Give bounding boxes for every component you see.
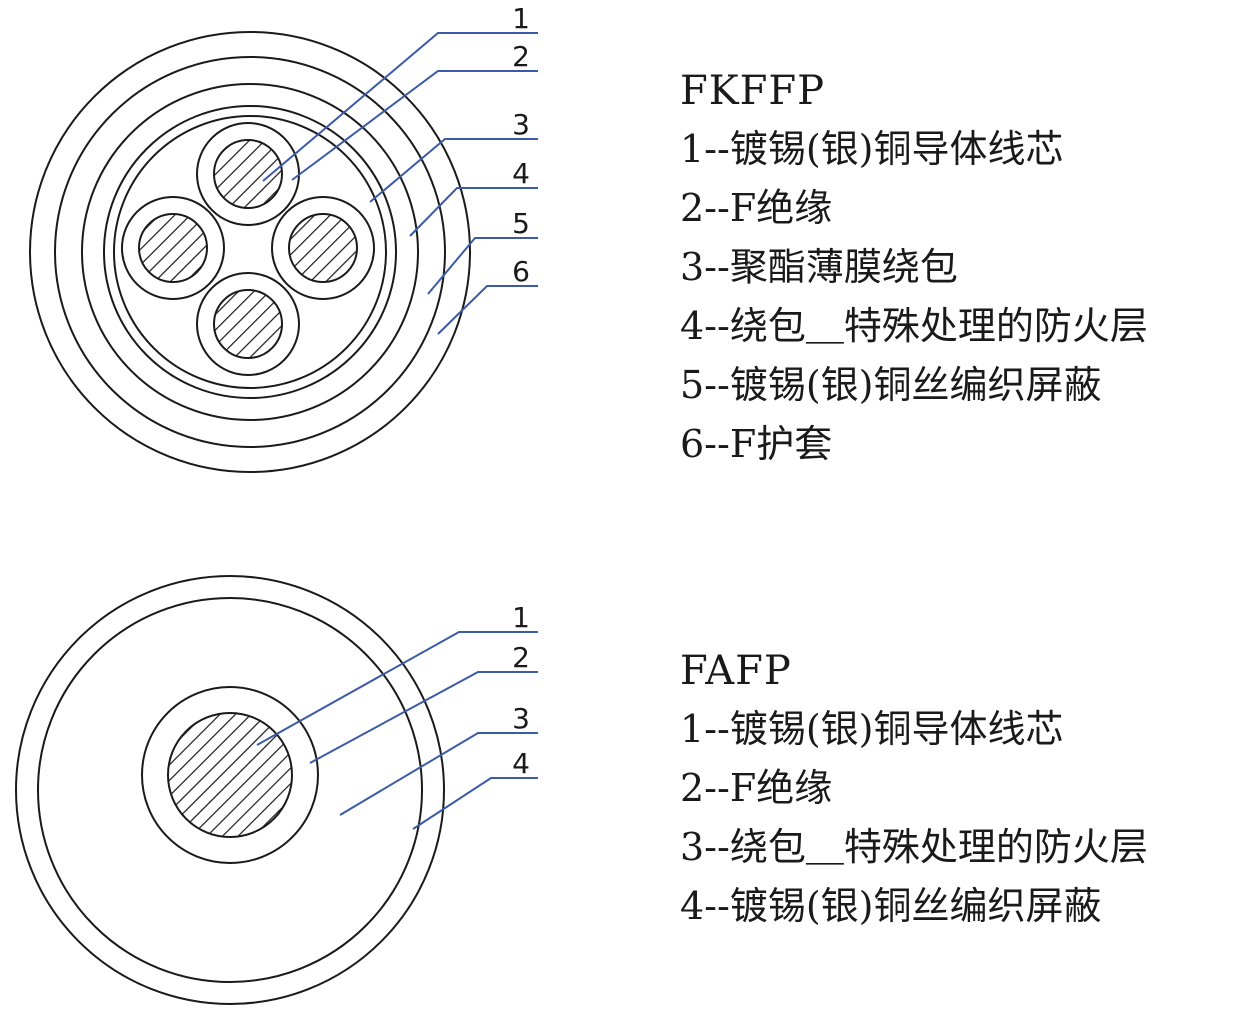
fkffp-core-right-insulation xyxy=(271,196,375,300)
fafp-insulation xyxy=(141,686,319,864)
fafp-conductor xyxy=(167,712,293,838)
fafp-leader-4 xyxy=(412,777,538,830)
fafp-leader-lines xyxy=(256,631,538,830)
fkffp-braid-shield xyxy=(81,83,419,421)
fafp-braid-outer xyxy=(15,575,445,1005)
fafp-leader-1 xyxy=(256,631,538,746)
fkffp-legend-item-2: 2--F绝缘 xyxy=(680,186,833,230)
fafp-fire-layer xyxy=(37,597,423,983)
fafp-legend-title: FAFP xyxy=(680,648,792,694)
fkffp-legend-item-5: 5--镀锡(银)铜丝编织屏蔽 xyxy=(680,363,1102,407)
fkffp-legend: FKFFP 1--镀锡(银)铜导体线芯 2--F绝缘 3--聚酯薄膜绕包 4--… xyxy=(680,62,1148,474)
fkffp-leader-2 xyxy=(291,70,538,181)
fkffp-leader-3 xyxy=(369,138,538,203)
fkffp-legend-item-6: 6--F护套 xyxy=(680,422,833,466)
fkffp-callout-5: 5 xyxy=(512,207,530,240)
fkffp-legend-item-1: 1--镀锡(银)铜导体线芯 xyxy=(680,127,1064,171)
fkffp-callout-numbers: 1 2 3 4 5 6 xyxy=(512,2,530,288)
fafp-leader-3 xyxy=(339,732,538,816)
fkffp-legend-title: FKFFP xyxy=(680,68,826,114)
fkffp-jacket-outer xyxy=(29,31,471,473)
fkffp-callout-4: 4 xyxy=(512,157,530,190)
fkffp-fire-layer xyxy=(103,105,397,399)
fafp-callout-4: 4 xyxy=(512,747,530,780)
fkffp-core-left-conductor xyxy=(138,213,208,283)
fafp-leader-2 xyxy=(309,671,538,764)
fkffp-leader-lines xyxy=(262,32,538,335)
fkffp-leader-4 xyxy=(409,187,538,237)
fkffp-polyester-tape xyxy=(113,115,387,389)
fkffp-callout-1: 1 xyxy=(512,2,530,35)
fafp-legend: FAFP 1--镀锡(银)铜导体线芯 2--F绝缘 3--绕包＿特殊处理的防火层… xyxy=(680,642,1148,936)
fafp-callout-2: 2 xyxy=(512,641,530,674)
fkffp-core-top-conductor xyxy=(213,139,283,209)
fafp-legend-item-1: 1--镀锡(银)铜导体线芯 xyxy=(680,707,1064,751)
fkffp-core-bottom-insulation xyxy=(196,272,300,376)
fkffp-leader-1 xyxy=(262,32,538,182)
fkffp-callout-6: 6 xyxy=(512,255,530,288)
fafp-legend-item-4: 4--镀锡(银)铜丝编织屏蔽 xyxy=(680,884,1102,928)
fkffp-callout-3: 3 xyxy=(512,108,530,141)
fafp-callout-3: 3 xyxy=(512,702,530,735)
fkffp-legend-item-4: 4--绕包＿特殊处理的防火层 xyxy=(680,304,1148,348)
fafp-callout-1: 1 xyxy=(512,601,530,634)
fafp-legend-item-2: 2--F绝缘 xyxy=(680,766,833,810)
fkffp-callout-2: 2 xyxy=(512,40,530,73)
fafp-cross-section xyxy=(15,575,445,1005)
fkffp-core-right-conductor xyxy=(288,213,358,283)
fkffp-legend-item-3: 3--聚酯薄膜绕包 xyxy=(680,245,958,289)
fkffp-leader-5 xyxy=(427,237,538,295)
fafp-legend-item-3: 3--绕包＿特殊处理的防火层 xyxy=(680,825,1148,869)
fafp-callout-numbers: 1 2 3 4 xyxy=(512,601,530,780)
fkffp-core-bottom-conductor xyxy=(213,289,283,359)
fkffp-cross-section xyxy=(29,31,471,473)
fkffp-jacket-inner xyxy=(54,56,446,448)
fkffp-leader-6 xyxy=(437,285,538,335)
fkffp-core-left-insulation xyxy=(121,196,225,300)
